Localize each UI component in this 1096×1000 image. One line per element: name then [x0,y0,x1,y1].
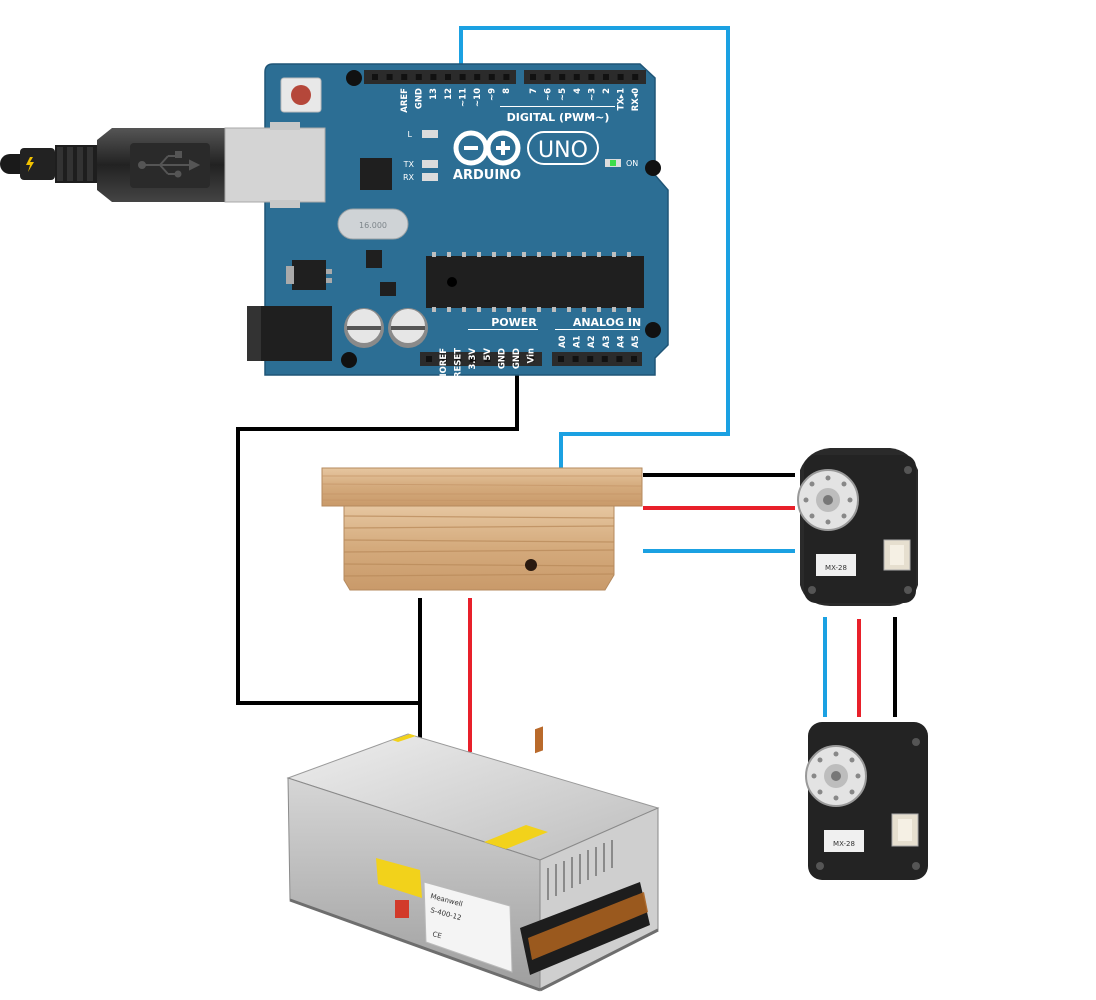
header-pin-hole [499,356,505,362]
header-pin-hole [573,74,580,80]
pin-label: ~5 [558,88,568,101]
pin-label: A1 [573,335,583,348]
header-pin-hole [587,356,594,362]
dc-jack [247,306,332,361]
pin-label: A0 [558,335,568,348]
svg-text:L: L [408,130,413,139]
power-pin-header [420,352,642,366]
header-pin-hole [530,74,536,80]
pin-label: A3 [602,335,612,348]
svg-text:ANALOG IN: ANALOG IN [573,316,641,329]
header-pin-hole [484,356,491,362]
pin-label: ~3 [587,88,597,101]
svg-text:MX-28: MX-28 [833,840,855,848]
pin-label: ~6 [544,88,554,101]
pin-label: 13 [429,88,439,100]
header-pin-hole [459,74,466,80]
pin-label: ~10 [473,88,483,107]
header-pin-hole [455,356,462,362]
svg-text:RX: RX [403,173,415,182]
usb-icon [138,151,201,178]
header-pin-hole [603,74,609,80]
pin-label: RESET [454,348,464,378]
header-pin-hole [372,74,378,80]
pin-label: Vin [527,348,537,363]
pin-label: ~11 [458,88,468,107]
header-pin-hole [386,74,393,80]
pin-label: A2 [587,335,597,348]
pin-label: GND [512,348,522,369]
pin-label: AREF [400,88,410,113]
pin-label: A5 [631,335,641,348]
svg-text:TX: TX [403,160,415,169]
header-pin-hole [469,356,476,362]
arduino-logo: ARDUINO [453,130,521,183]
header-pin-hole [503,74,510,80]
pin-label: GND [497,348,507,369]
pin-label: 12 [444,88,454,100]
digital-pin-header [364,70,646,84]
svg-text:ARDUINO: ARDUINO [453,168,521,183]
pin-label: ~9 [488,88,498,101]
power-supply-unit: Meanwell S-400-12 CE [286,726,660,992]
arduino-uno-board: 16.000 L TX RX ON [224,63,669,378]
pin-label: IOREF [439,348,449,377]
pin-label: 4 [573,88,583,94]
header-pin-hole [617,74,624,80]
servo-motor-2: MX-28 [805,722,928,880]
header-pin-hole [601,356,608,362]
pin-label: 8 [502,88,512,94]
svg-text:POWER: POWER [491,316,537,329]
header-pin-hole [440,356,447,362]
screw-icon [525,559,537,571]
header-pin-hole [415,74,422,80]
pin-label: 5V [483,348,493,361]
header-pin-hole [488,74,495,80]
svg-text:ON: ON [626,159,638,168]
header-pin-hole [426,356,432,362]
pin-label: TX▸1 [617,88,627,111]
svg-text:DIGITAL (PWM~): DIGITAL (PWM~) [507,111,610,124]
header-pin-hole [572,356,579,362]
wooden-mount [321,467,643,591]
signal-wire-arduino-to-board [459,26,730,474]
svg-text:MX-28: MX-28 [825,564,847,572]
svg-text:UNO: UNO [538,138,588,163]
pin-label: RX◂0 [631,88,641,111]
usb-cable [0,128,225,202]
header-pin-hole [513,356,520,362]
header-pin-hole [430,74,437,80]
microcontroller-chip [426,256,644,308]
header-pin-hole [401,74,408,80]
wires [236,26,897,752]
pin-label: A4 [616,335,626,348]
header-pin-hole [474,74,481,80]
header-pin-hole [616,356,623,362]
header-pin-hole [528,356,535,362]
header-pin-hole [544,74,551,80]
header-pin-hole [559,74,566,80]
header-pin-hole [631,356,637,362]
pin-label: 7 [529,88,539,94]
pin-label: GND [415,88,425,109]
usb-port [224,127,326,203]
svg-text:CE: CE [431,930,442,940]
header-pin-hole [558,356,564,362]
servo-motor-1: MX-28 [797,448,918,606]
voltage-switch[interactable] [395,900,409,918]
crystal [337,208,409,240]
lightning-icon [26,157,34,172]
header-pin-hole [632,74,639,80]
pin-label: 2 [602,88,612,94]
header-pin-hole [588,74,595,80]
ground-wire-arduino [236,358,519,705]
pin-label: 3.3V [468,348,478,370]
header-pin-hole [445,74,451,80]
svg-text:16.000: 16.000 [359,221,387,230]
